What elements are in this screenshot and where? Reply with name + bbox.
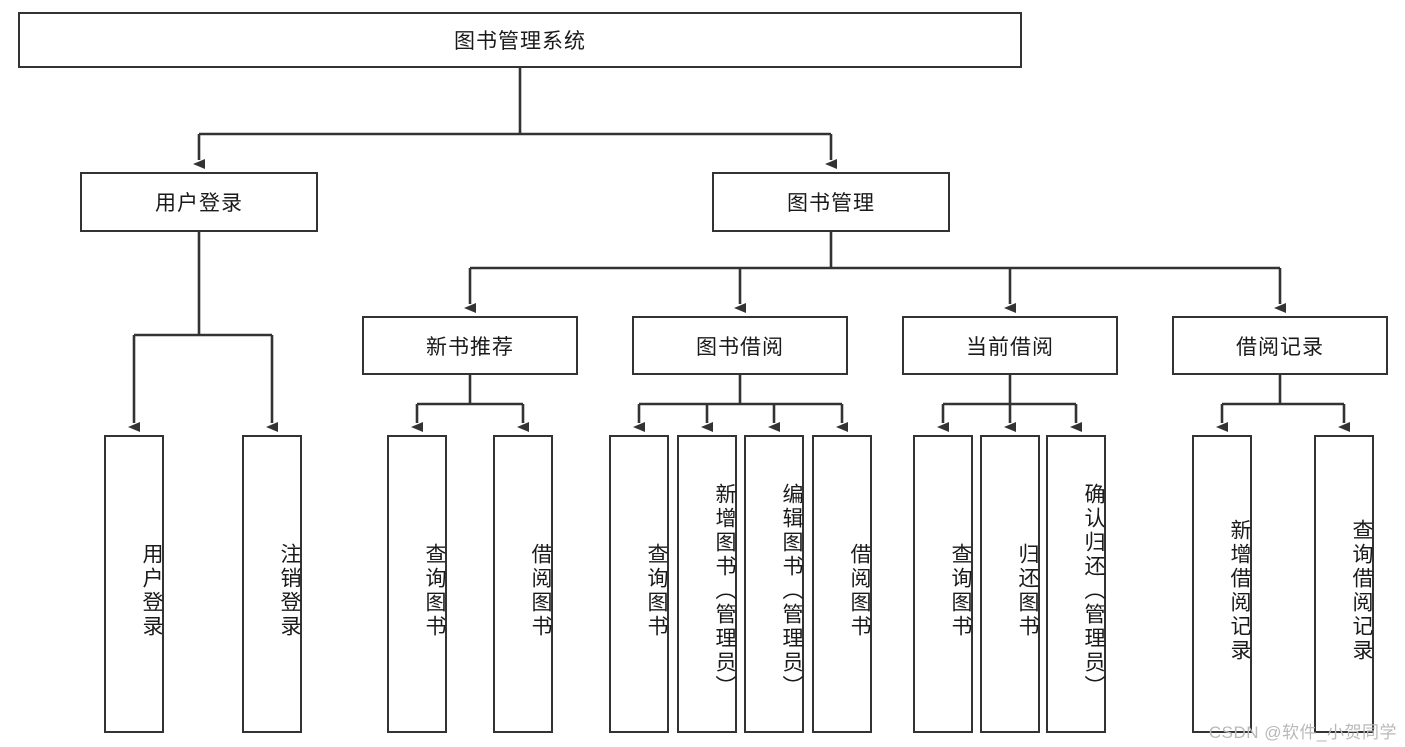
leaf-current-borrow-confirm-return-admin[interactable]: 确认归还（管理员） (1046, 435, 1106, 733)
leaf-new-book-query-book[interactable]: 查询图书 (387, 435, 447, 733)
node-label: 查询图书 (423, 543, 446, 639)
leaf-current-borrow-return-book[interactable]: 归还图书 (980, 435, 1040, 733)
node-borrow-record[interactable]: 借阅记录 (1172, 316, 1388, 375)
node-label: 借阅图书 (529, 543, 552, 639)
leaf-book-borrow-borrow-book[interactable]: 借阅图书 (812, 435, 872, 733)
node-new-book-recommend[interactable]: 新书推荐 (362, 316, 578, 375)
node-label: 查询借阅记录 (1350, 519, 1373, 663)
node-label: 查询图书 (645, 543, 668, 639)
node-label: 新增借阅记录 (1228, 519, 1251, 663)
node-label: 查询图书 (949, 543, 972, 639)
node-label: 借阅图书 (848, 543, 871, 639)
leaf-borrow-record-query-record[interactable]: 查询借阅记录 (1314, 435, 1374, 733)
node-label: 确认归还（管理员） (1082, 483, 1105, 699)
node-root-book-management-system[interactable]: 图书管理系统 (18, 12, 1022, 68)
node-label: 借阅记录 (1236, 335, 1324, 359)
leaf-user-login-logout[interactable]: 注销登录 (242, 435, 302, 733)
node-label: 图书管理 (787, 192, 875, 215)
node-label: 用户登录 (155, 192, 243, 215)
node-label: 当前借阅 (966, 335, 1054, 359)
leaf-new-book-borrow-book[interactable]: 借阅图书 (493, 435, 553, 733)
node-label: 新增图书（管理员） (713, 483, 736, 699)
node-current-borrow[interactable]: 当前借阅 (902, 316, 1118, 375)
node-label: 编辑图书（管理员） (780, 483, 803, 699)
node-label: 注销登录 (278, 543, 301, 639)
node-label: 归还图书 (1016, 543, 1039, 639)
leaf-borrow-record-add-record[interactable]: 新增借阅记录 (1192, 435, 1252, 733)
leaf-book-borrow-edit-book-admin[interactable]: 编辑图书（管理员） (744, 435, 804, 733)
node-label: 图书借阅 (696, 335, 784, 359)
node-user-login[interactable]: 用户登录 (80, 172, 318, 232)
leaf-book-borrow-query-book[interactable]: 查询图书 (609, 435, 669, 733)
node-label: 用户登录 (140, 543, 163, 639)
node-book-management[interactable]: 图书管理 (712, 172, 950, 232)
leaf-user-login-login[interactable]: 用户登录 (104, 435, 164, 733)
node-book-borrow[interactable]: 图书借阅 (632, 316, 848, 375)
leaf-book-borrow-add-book-admin[interactable]: 新增图书（管理员） (677, 435, 737, 733)
leaf-current-borrow-query-book[interactable]: 查询图书 (913, 435, 973, 733)
node-label: 新书推荐 (426, 335, 514, 359)
watermark-text: CSDN @软件_小贺同学 (1208, 723, 1397, 742)
node-label: 图书管理系统 (454, 30, 586, 53)
